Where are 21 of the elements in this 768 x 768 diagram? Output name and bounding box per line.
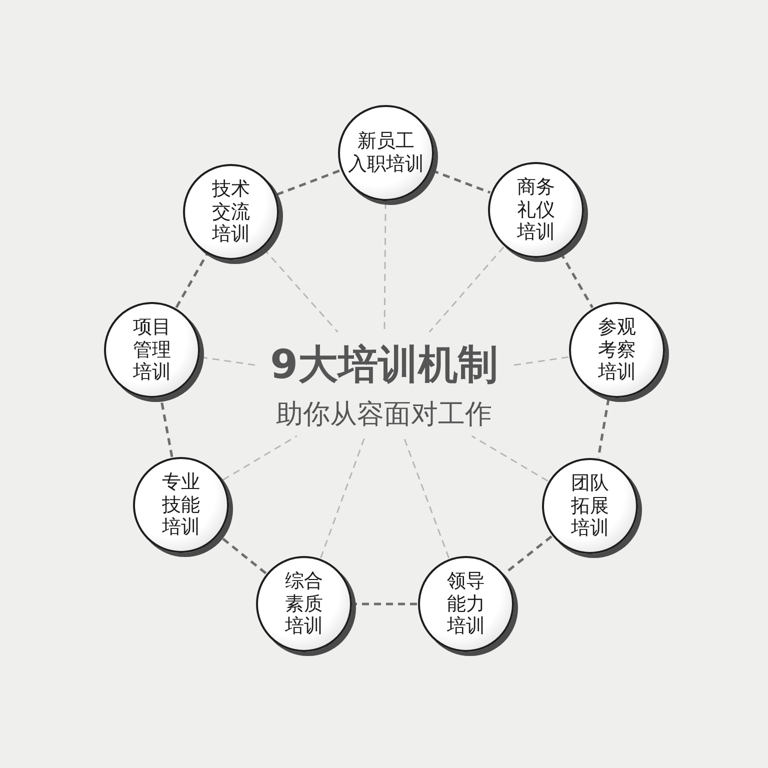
dashed-connector — [175, 254, 208, 308]
node-label: 商务礼仪培训 — [517, 176, 555, 244]
node-label: 综合素质培训 — [285, 570, 323, 638]
dashed-connector — [471, 435, 548, 482]
node-label: 项目管理培训 — [133, 316, 171, 384]
node-label: 领导能力培训 — [447, 570, 485, 638]
node-label: 参观考察培训 — [598, 316, 636, 384]
title-text: 9大培训机制 — [270, 340, 498, 390]
dashed-connector — [384, 202, 386, 332]
dashed-connector — [222, 435, 298, 481]
dashed-connector — [597, 398, 610, 458]
dashed-connector — [428, 246, 504, 332]
node-label: 新员工入职培训 — [348, 130, 424, 176]
node-label: 专业技能培训 — [162, 470, 200, 540]
dashed-connector — [276, 169, 341, 196]
dashed-connector — [353, 602, 417, 606]
node-label: 团队拓展培训 — [571, 472, 609, 540]
dashed-connector — [320, 436, 366, 558]
subtitle-text: 助你从容面对工作 — [276, 398, 492, 432]
dashed-connector — [512, 356, 569, 366]
node-label: 技术交流培训 — [212, 178, 250, 246]
